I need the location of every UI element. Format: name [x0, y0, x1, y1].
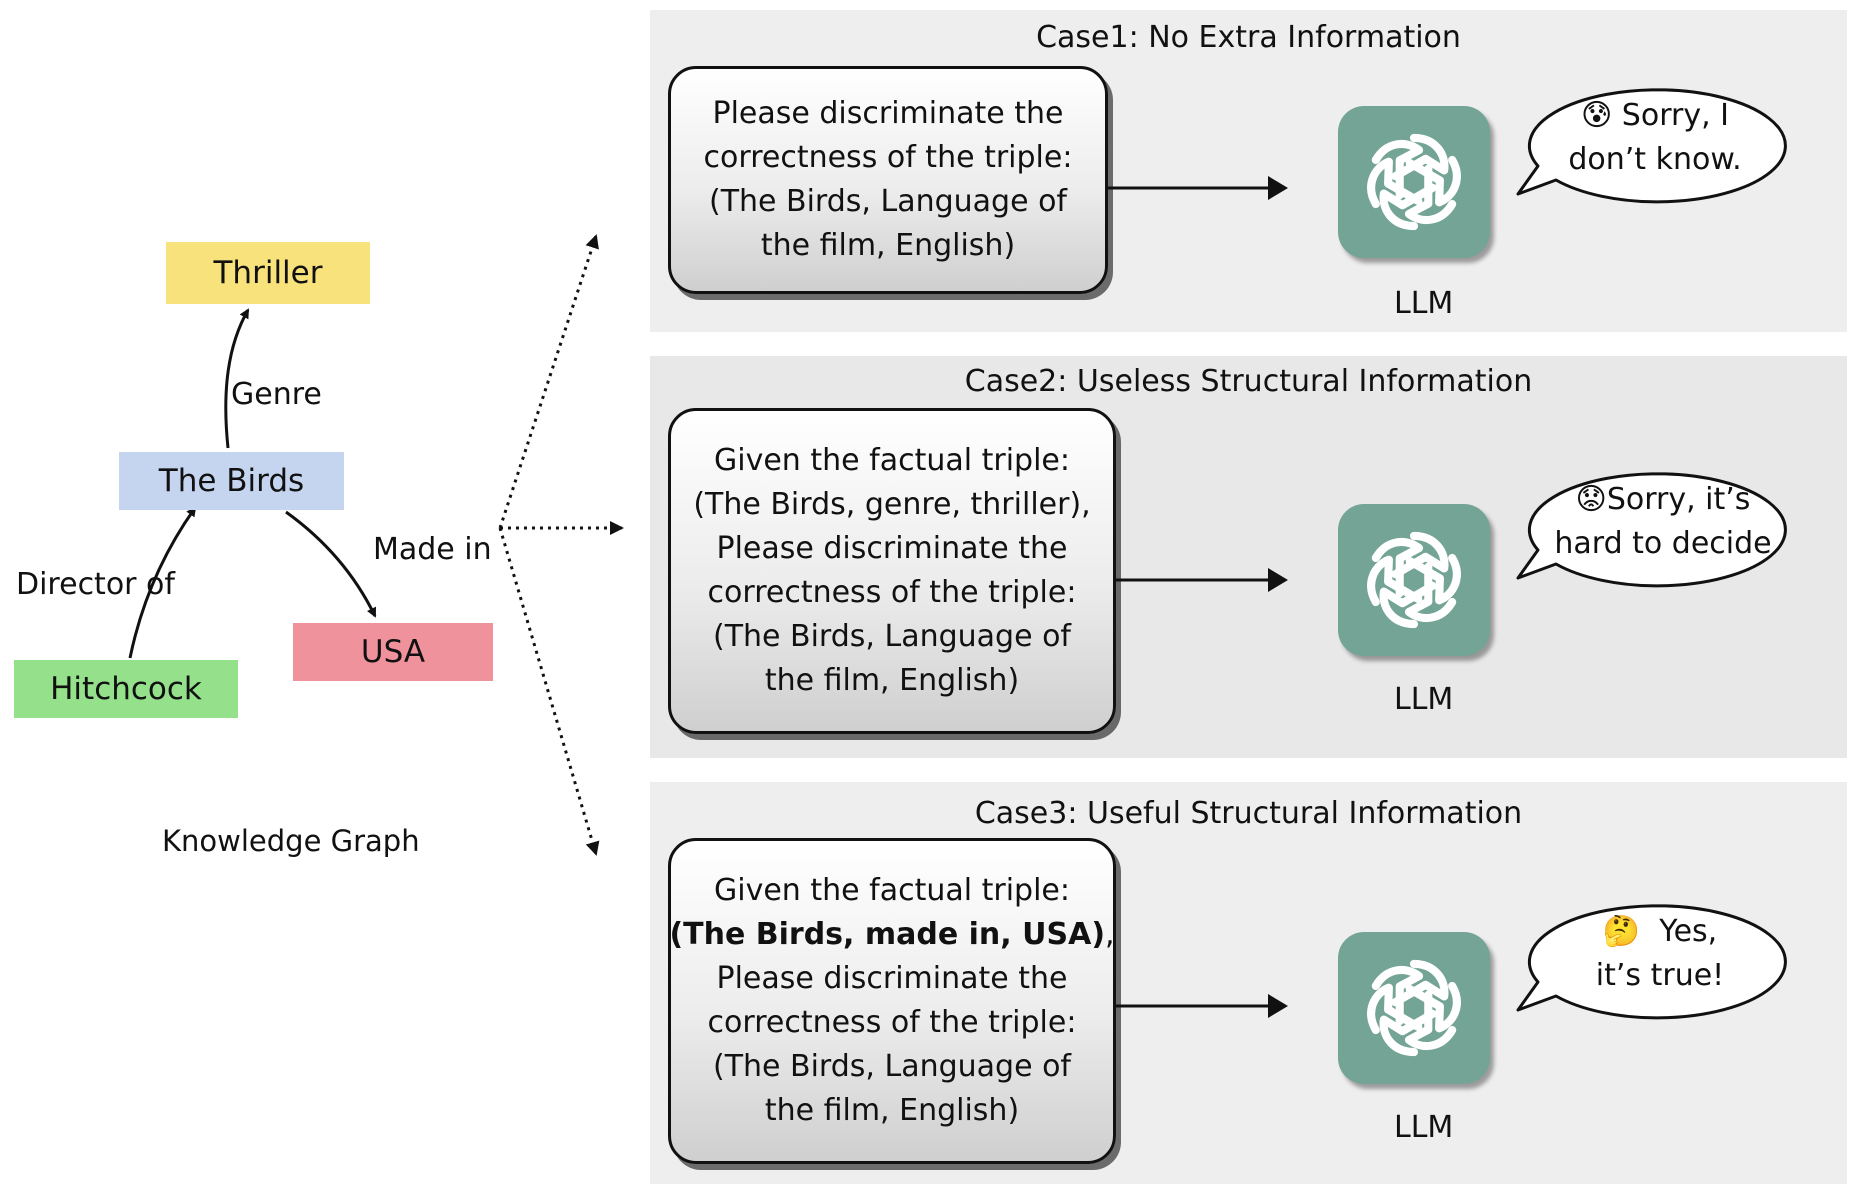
- prompt-line: Given the factual triple:: [714, 873, 1070, 908]
- edge-genre: [224, 308, 250, 449]
- prompt-line: Please discriminate the: [716, 961, 1068, 996]
- case2-title: Case2: Useless Structural Information: [964, 364, 1533, 399]
- case3-response: 🤔 Yes, it’s true!: [1520, 910, 1800, 998]
- case2-arrow: [1116, 568, 1288, 592]
- case3-llm-label: LLM: [1394, 1110, 1454, 1145]
- prompt-line: (The Birds, genre, thriller),: [693, 487, 1091, 522]
- edge-label-director-of: Director of: [16, 567, 175, 602]
- sad-face-icon: 😟: [1575, 482, 1607, 517]
- prompt-line: (The Birds, Language of: [712, 619, 1071, 654]
- prompt-line: correctness of the triple:: [703, 140, 1073, 175]
- openai-logo-icon: [1367, 531, 1461, 629]
- dotted-arrow-case1: [498, 234, 599, 529]
- case3-prompt-box: Given the factual triple: (The Birds, ma…: [668, 838, 1116, 1164]
- case3-llm-tile: [1338, 932, 1490, 1084]
- edge-director-of: [128, 506, 197, 659]
- case1-llm-tile: [1338, 106, 1490, 258]
- prompt-line: correctness of the triple:: [707, 575, 1077, 610]
- case3-speech-bubble: [1516, 904, 1787, 1020]
- prompt-line: correctness of the triple:: [707, 1005, 1077, 1040]
- prompt-line: Please discriminate the: [716, 531, 1068, 566]
- prompt-line: Given the factual triple:: [714, 443, 1070, 478]
- prompt-comma: ,: [1105, 917, 1115, 952]
- prompt-line: the film, English): [764, 1093, 1020, 1128]
- prompt-line: (The Birds, Language of: [712, 1049, 1071, 1084]
- case3-title: Case3: Useful Structural Information: [974, 796, 1523, 831]
- case1-panel: Case1: No Extra Information Please discr…: [650, 10, 1847, 332]
- thinking-face-icon: 🤔: [1602, 914, 1641, 949]
- response-line: don’t know.: [1568, 142, 1742, 177]
- case2-speech-bubble: [1516, 472, 1787, 588]
- case2-prompt-box: Given the factual triple: (The Birds, ge…: [668, 408, 1116, 734]
- response-line: Yes,: [1659, 914, 1718, 949]
- node-thriller: Thriller: [166, 242, 370, 304]
- edge-label-genre: Genre: [231, 377, 322, 412]
- case1-llm-label: LLM: [1394, 286, 1454, 321]
- case2-response: 😟Sorry, it’s hard to decide: [1518, 478, 1808, 566]
- case1-prompt-box: Please discriminate the correctness of t…: [668, 66, 1108, 294]
- case2-panel: Case2: Useless Structural Information Gi…: [650, 356, 1847, 758]
- prompt-line: Please discriminate the: [712, 96, 1064, 131]
- dotted-arrow-case3: [498, 527, 600, 856]
- case1-arrow: [1108, 176, 1288, 200]
- prompt-line: the film, English): [760, 228, 1016, 263]
- useful-triple-highlight: (The Birds, made in, USA): [669, 917, 1106, 952]
- response-line: hard to decide: [1554, 526, 1772, 561]
- edge-made-in: [285, 510, 377, 618]
- openai-logo-icon: [1367, 959, 1461, 1057]
- node-usa: USA: [293, 623, 493, 681]
- prompt-line: (The Birds, Language of: [708, 184, 1067, 219]
- openai-logo-icon: [1367, 133, 1461, 231]
- edge-label-made-in: Made in: [373, 532, 492, 567]
- case3-panel: Case3: Useful Structural Information Giv…: [650, 782, 1847, 1184]
- knowledge-graph-caption: Knowledge Graph: [162, 824, 420, 858]
- response-line: Sorry, it’s: [1606, 482, 1751, 517]
- response-line: it’s true!: [1595, 958, 1725, 993]
- response-line: Sorry, I: [1621, 98, 1730, 133]
- case1-response: 😰 Sorry, I don’t know.: [1520, 94, 1790, 182]
- knowledge-graph-edges: [128, 234, 624, 856]
- case3-arrow: [1116, 994, 1288, 1018]
- worried-face-icon: 😰: [1580, 98, 1613, 133]
- node-the-birds: The Birds: [119, 452, 344, 510]
- case2-llm-label: LLM: [1394, 682, 1454, 717]
- prompt-line: the film, English): [764, 663, 1020, 698]
- case1-title: Case1: No Extra Information: [1036, 20, 1461, 55]
- node-hitchcock: Hitchcock: [14, 660, 238, 718]
- case2-llm-tile: [1338, 504, 1490, 656]
- case1-speech-bubble: [1516, 88, 1787, 204]
